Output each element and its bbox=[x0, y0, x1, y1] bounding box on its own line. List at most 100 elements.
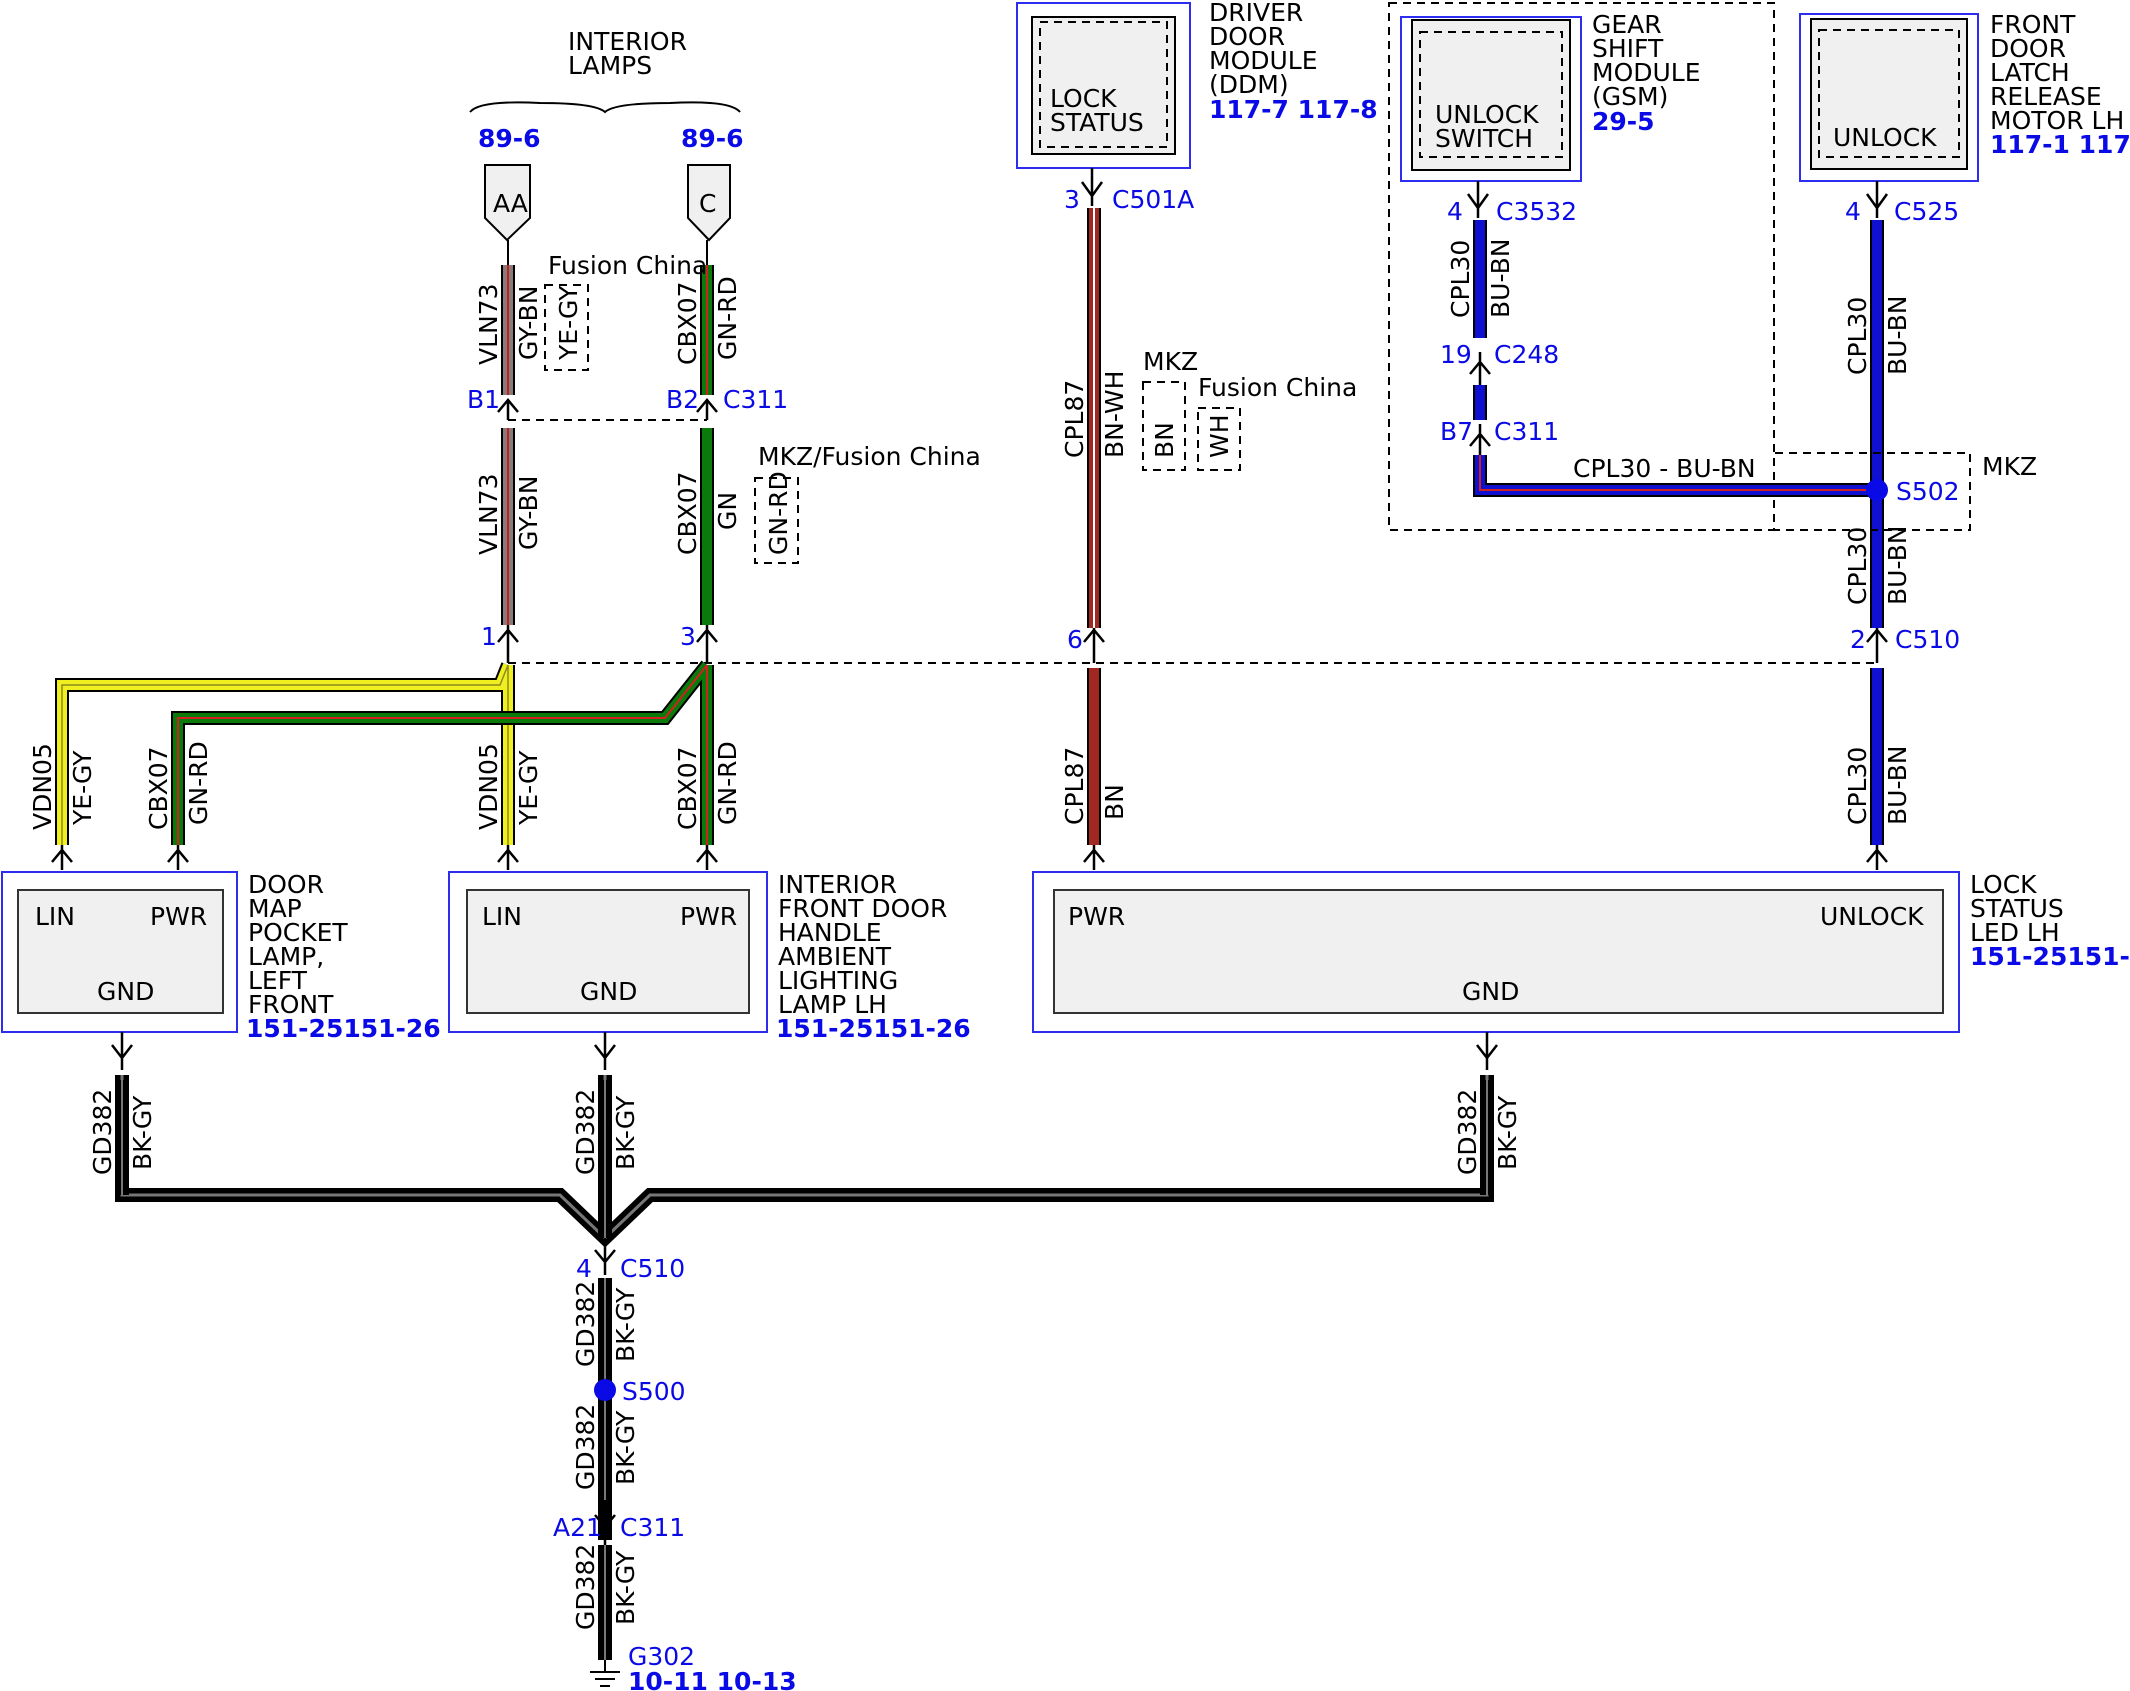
handle-name-2: FRONT DOOR bbox=[778, 894, 947, 923]
wire-ye-gy-variant: YE-GY bbox=[554, 285, 583, 361]
ddm-name-2: DOOR bbox=[1209, 22, 1285, 51]
gsm-name-4: (GSM) bbox=[1592, 82, 1668, 111]
led-ref[interactable]: 151-25151-26 bbox=[1970, 942, 2130, 971]
door-map-name-2: MAP bbox=[248, 894, 302, 923]
gsm-name-1: GEAR bbox=[1592, 10, 1662, 39]
wire-bk-gy-g302: BK-GY bbox=[611, 1550, 640, 1625]
ddm-module: LOCK STATUS DRIVER DOOR MODULE (DDM) 117… bbox=[1016, 0, 1378, 628]
wire-gd382-left: GD382 bbox=[88, 1089, 117, 1175]
splice-s500-label: S500 bbox=[622, 1377, 686, 1406]
ddm-ref[interactable]: 117-7 117-8 bbox=[1209, 95, 1378, 124]
door-map-pin-gnd: GND bbox=[97, 977, 154, 1006]
variant-mkz-fusion-china: MKZ/Fusion China bbox=[758, 442, 981, 471]
wire-ye-gy-left: YE-GY bbox=[68, 750, 97, 826]
c248-pin: 19 bbox=[1440, 340, 1472, 369]
splice-s500 bbox=[594, 1379, 616, 1401]
connector-flag-aa-label: AA bbox=[493, 189, 528, 218]
latch-name-2: DOOR bbox=[1990, 34, 2066, 63]
latch-name-5: MOTOR LH bbox=[1990, 106, 2124, 135]
wire-gd382-c510: GD382 bbox=[571, 1281, 600, 1367]
wire-bu-bn-latch-mid: BU-BN bbox=[1883, 526, 1912, 605]
gsm-inner-1: UNLOCK bbox=[1435, 100, 1539, 129]
handle-name-4: AMBIENT bbox=[778, 942, 892, 971]
connector-c311-upper: C311 bbox=[723, 385, 788, 414]
door-map-pin-pwr: PWR bbox=[150, 902, 207, 931]
wire-cpl87-top: CPL87 bbox=[1060, 380, 1089, 458]
ground-wires: GD382 BK-GY GD382 BK-GY GD382 BK-GY 4 C5… bbox=[88, 1032, 1522, 1691]
wire-ye-gy-mid: YE-GY bbox=[514, 750, 543, 826]
door-map-ref[interactable]: 151-25151-26 bbox=[246, 1014, 441, 1043]
wire-bk-gy-s500: BK-GY bbox=[611, 1410, 640, 1485]
handle-name-1: INTERIOR bbox=[778, 870, 897, 899]
ddm-inner-2: STATUS bbox=[1050, 108, 1144, 137]
handle-ref[interactable]: 151-25151-26 bbox=[776, 1014, 971, 1043]
variant-fusion-china-ddm: Fusion China bbox=[1198, 373, 1357, 402]
handle-name-3: HANDLE bbox=[778, 918, 882, 947]
c510-row: 1 3 6 2 C510 bbox=[481, 622, 1960, 664]
c510-pin1: 1 bbox=[481, 622, 497, 651]
interior-lamps-ref-right[interactable]: 89-6 bbox=[681, 124, 744, 153]
wire-cbx07-top: CBX07 bbox=[673, 281, 702, 365]
variant-fusion-china-1: Fusion China bbox=[548, 251, 707, 280]
gsm-pin: 4 bbox=[1447, 197, 1463, 226]
door-map-name-5: LEFT bbox=[248, 966, 308, 995]
interior-lamps-brace bbox=[469, 101, 741, 114]
wire-gn-rd-mid: GN-RD bbox=[713, 741, 742, 825]
ddm-pin: 3 bbox=[1064, 185, 1080, 214]
component-lock-status-led: PWR UNLOCK GND LOCK STATUS LED LH 151-25… bbox=[1032, 870, 2130, 1033]
handle-name-6: LAMP LH bbox=[778, 990, 887, 1019]
led-name-2: STATUS bbox=[1970, 894, 2064, 923]
wire-cbx07-lower: CBX07 bbox=[673, 471, 702, 555]
c311-b7-pin: B7 bbox=[1440, 417, 1473, 446]
wire-bk-gy-left: BK-GY bbox=[128, 1095, 157, 1170]
connector-flag-aa bbox=[484, 164, 531, 242]
led-name-1: LOCK bbox=[1970, 870, 2037, 899]
wire-gd382-mid: GD382 bbox=[571, 1089, 600, 1175]
c510-pin4: 4 bbox=[576, 1254, 592, 1283]
gsm-ref[interactable]: 29-5 bbox=[1592, 107, 1655, 136]
ddm-name-1: DRIVER bbox=[1209, 0, 1303, 27]
handle-pin-pwr: PWR bbox=[680, 902, 737, 931]
gsm-inner-2: SWITCH bbox=[1435, 124, 1533, 153]
splice-s502 bbox=[1866, 479, 1888, 501]
latch-name-3: LATCH bbox=[1990, 58, 2070, 87]
c510-pin3: 3 bbox=[680, 622, 696, 651]
latch-name-4: RELEASE bbox=[1990, 82, 2102, 111]
led-pin-gnd: GND bbox=[1462, 977, 1519, 1006]
ground-g302-ref[interactable]: 10-11 10-13 bbox=[628, 1667, 797, 1691]
c311-a21-connector: C311 bbox=[620, 1513, 685, 1542]
handle-pin-lin: LIN bbox=[482, 902, 522, 931]
wire-gn-rd-top: GN-RD bbox=[713, 276, 742, 360]
wire-gn-rd-variant: GN-RD bbox=[764, 471, 793, 555]
wire-cpl30-lower: CPL30 bbox=[1843, 747, 1872, 825]
wire-vdn05-mid: VDN05 bbox=[474, 743, 503, 830]
wire-vdn05-left: VDN05 bbox=[28, 743, 57, 830]
interior-lamps-header: INTERIOR LAMPS 89-6 89-6 AA C bbox=[469, 27, 744, 242]
wire-vln73-lower: VLN73 bbox=[474, 473, 503, 555]
splice-s502-label: S502 bbox=[1896, 477, 1960, 506]
wire-gd382-g302: GD382 bbox=[571, 1544, 600, 1630]
wire-bk-gy-right: BK-GY bbox=[1493, 1095, 1522, 1170]
wire-cpl30-latch-mid: CPL30 bbox=[1843, 527, 1872, 605]
wire-gn-lower: GN bbox=[713, 492, 742, 530]
latch-ref[interactable]: 117-1 117-2 bbox=[1990, 130, 2130, 159]
c311-a21-pin: A21 bbox=[553, 1513, 602, 1542]
ddm-connector: C501A bbox=[1112, 185, 1194, 214]
wire-bn-wh: BN-WH bbox=[1100, 371, 1129, 458]
led-name-3: LED LH bbox=[1970, 918, 2060, 947]
door-map-name-4: LAMP, bbox=[248, 942, 324, 971]
wire-bu-bn-lower: BU-BN bbox=[1883, 746, 1912, 825]
wire-gd382-s500: GD382 bbox=[571, 1404, 600, 1490]
c311-b7-connector: C311 bbox=[1494, 417, 1559, 446]
pin-b1: B1 bbox=[467, 385, 500, 414]
connector-flag-c bbox=[687, 164, 731, 242]
wire-bn-variant: BN bbox=[1150, 422, 1179, 458]
interior-lamps-ref-left[interactable]: 89-6 bbox=[478, 124, 541, 153]
connector-flag-c-label: C bbox=[699, 189, 716, 218]
handle-pin-gnd: GND bbox=[580, 977, 637, 1006]
wire-gd382-right: GD382 bbox=[1453, 1089, 1482, 1175]
c510-label: C510 bbox=[1895, 625, 1960, 654]
variant-mkz-right: MKZ bbox=[1982, 452, 2037, 481]
wire-cpl30-bu-bn-horizontal: CPL30 - BU-BN bbox=[1573, 454, 1756, 483]
latch-name-1: FRONT bbox=[1990, 10, 2076, 39]
